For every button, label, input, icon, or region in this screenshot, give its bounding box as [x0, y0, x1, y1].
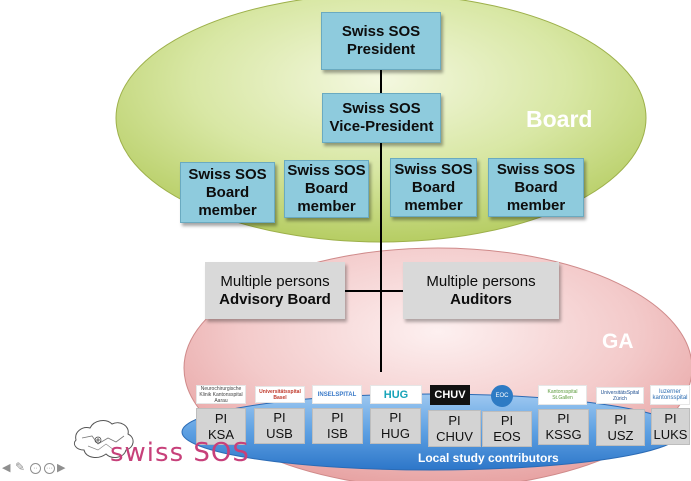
inselspital-logo: INSELSPITAL [312, 385, 362, 404]
auditors-box: Multiple persons Auditors [403, 262, 559, 319]
local-contributors-label: Local study contributors [418, 451, 559, 465]
pi-box-isb: PI ISB [312, 408, 363, 444]
auditors-line2: Auditors [450, 290, 512, 308]
pi-box-usz: PI USZ [596, 409, 645, 446]
advisory-board-line1: Multiple persons [220, 272, 330, 290]
chuv-logo: CHUV [430, 385, 470, 405]
president-box: Swiss SOS President [321, 12, 441, 70]
ksa-logo: Neurochirurgische Klinik Kantonsspital A… [196, 385, 246, 404]
luks-logo: luzerner kantonsspital [650, 385, 690, 405]
more-options-icon[interactable]: ··· [44, 463, 55, 474]
advisory-board-line2: Advisory Board [219, 290, 331, 308]
ga-label: GA [602, 330, 634, 353]
zoom-icon[interactable]: ·· [30, 463, 41, 474]
board-member-box: Swiss SOS Board member [180, 162, 275, 223]
eoc-logo: EOC [491, 385, 513, 407]
usz-logo: UniversitätsSpital Zürich [596, 387, 644, 404]
prev-slide-arrow-icon[interactable]: ◀ [2, 462, 11, 474]
board-member-box: Swiss SOS Board member [488, 158, 584, 217]
usb-logo: Universitätsspital Basel [255, 386, 305, 403]
vice-president-box: Swiss SOS Vice-President [322, 93, 441, 143]
pi-box-kssg: PI KSSG [538, 409, 589, 445]
advisory-board-box: Multiple persons Advisory Board [205, 262, 345, 319]
pi-box-usb: PI USB [254, 408, 305, 444]
board-member-box: Swiss SOS Board member [284, 160, 369, 218]
kssg-logo: Kantonsspital St.Gallen [538, 385, 587, 405]
board-member-box: Swiss SOS Board member [390, 158, 477, 217]
hug-logo: HUG [370, 385, 422, 404]
auditors-line1: Multiple persons [426, 272, 536, 290]
pi-box-chuv: PI CHUV [428, 410, 481, 447]
pi-box-luks: PI LUKS [651, 408, 690, 445]
pi-box-eos: PI EOS [482, 411, 532, 447]
pi-box-hug: PI HUG [370, 408, 421, 444]
next-slide-arrow-icon[interactable]: ▶ [57, 462, 66, 474]
board-label: Board [526, 106, 593, 132]
swiss-sos-logo-text: swiss SOS [110, 438, 250, 468]
swiss-map-logo-icon [73, 420, 134, 458]
pi-box-ksa: PI KSA [196, 408, 246, 445]
pen-icon[interactable]: ✎ [15, 460, 26, 474]
